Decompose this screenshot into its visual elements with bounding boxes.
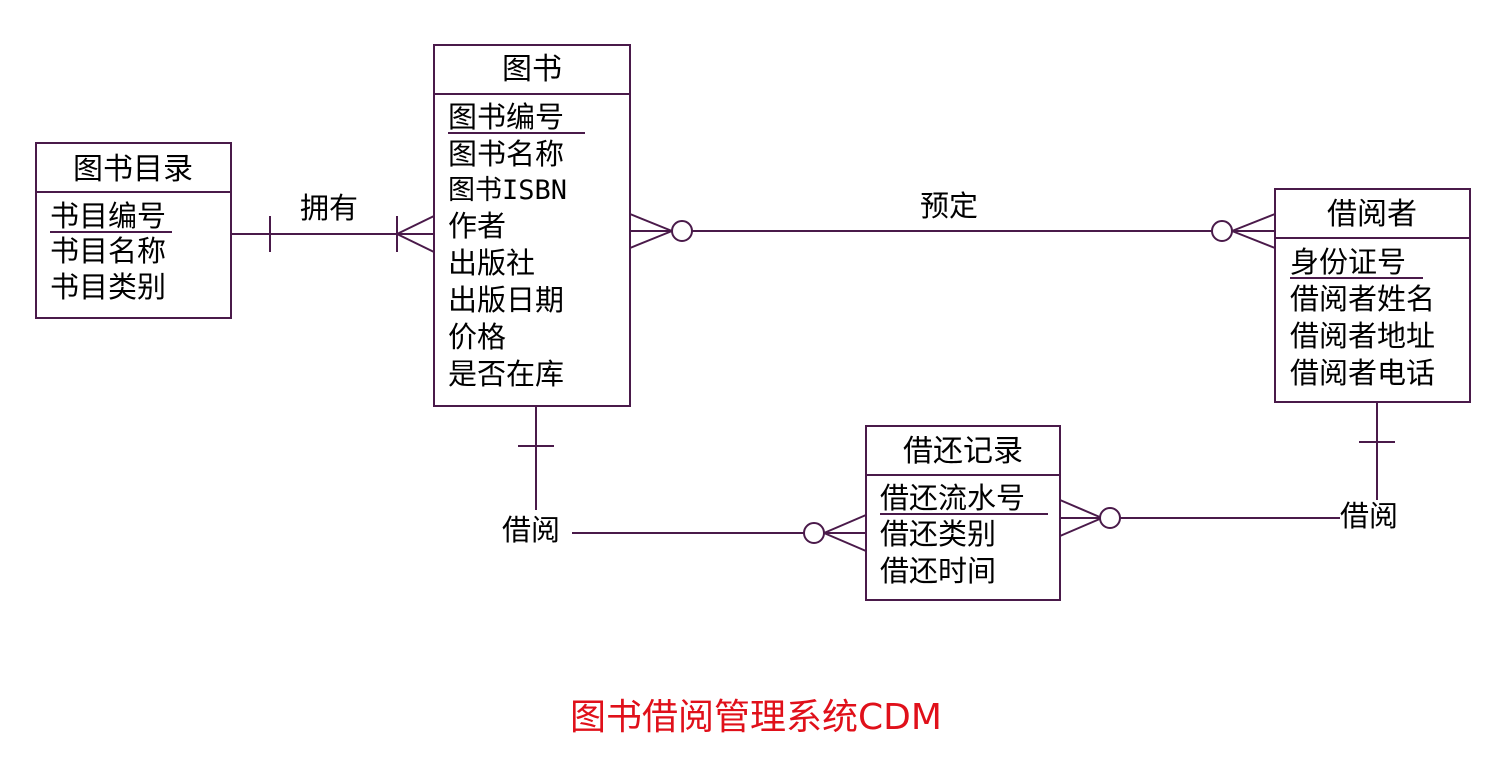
borrow-reader-optional-circle xyxy=(1099,507,1121,529)
reserves-right-optional-circle xyxy=(1211,220,1233,242)
book-attr-6: 价格 xyxy=(448,320,506,354)
relationship-owns: 拥有 xyxy=(231,191,435,253)
record-attr-1: 借还类别 xyxy=(880,517,996,551)
entity-book: 图书 图书编号 图书名称 图书ISBN 作者 出版社 出版日期 价格 是否在库 xyxy=(433,44,631,407)
reserves-left-crowfoot-bottom xyxy=(629,230,673,249)
relationship-borrow-reader: 借阅 xyxy=(1059,402,1398,537)
book-box xyxy=(433,44,631,407)
diagram-caption: 图书借阅管理系统CDM xyxy=(570,697,942,738)
borrow-book-crowfoot-top xyxy=(823,514,867,534)
reserves-left-optional-circle xyxy=(671,220,693,242)
borrower-attr-3: 借阅者电话 xyxy=(1290,356,1435,390)
reserves-left-crowfoot-top xyxy=(629,213,673,232)
borrow-book-optional-circle xyxy=(803,522,825,544)
owns-crowfoot-bottom xyxy=(396,233,435,253)
record-attr-0: 借还流水号 xyxy=(880,481,1025,515)
borrow-book-crowfoot-bottom xyxy=(823,532,867,552)
entity-borrower: 借阅者 身份证号 借阅者姓名 借阅者地址 借阅者电话 xyxy=(1274,188,1471,403)
book-attr-2: 图书ISBN xyxy=(448,175,567,206)
book-attr-5: 出版日期 xyxy=(448,283,564,317)
borrower-attr-0: 身份证号 xyxy=(1290,245,1406,279)
catalog-attr-2: 书目类别 xyxy=(50,270,166,304)
borrow-book-label: 借阅 xyxy=(502,513,560,547)
borrower-title: 借阅者 xyxy=(1327,197,1417,232)
catalog-attr-0: 书目编号 xyxy=(50,199,166,233)
catalog-box xyxy=(35,142,232,319)
relationship-borrow-book: 借阅 xyxy=(502,406,867,552)
owns-crowfoot-top xyxy=(396,215,435,235)
entity-catalog: 图书目录 书目编号 书目名称 书目类别 xyxy=(35,142,232,319)
catalog-title: 图书目录 xyxy=(73,152,193,187)
borrower-attr-2: 借阅者地址 xyxy=(1290,319,1435,353)
catalog-attr-1: 书目名称 xyxy=(50,234,166,268)
book-attr-7: 是否在库 xyxy=(448,357,564,391)
book-attr-3: 作者 xyxy=(448,209,506,243)
borrower-box xyxy=(1274,188,1471,403)
borrow-reader-crowfoot-bottom xyxy=(1059,517,1103,537)
borrow-reader-label: 借阅 xyxy=(1340,499,1398,533)
book-attr-4: 出版社 xyxy=(448,246,535,280)
relationship-reserves: 预定 xyxy=(629,189,1276,249)
book-attr-0: 图书编号 xyxy=(448,100,564,134)
entity-record: 借还记录 借还流水号 借还类别 借还时间 xyxy=(865,425,1061,601)
owns-label: 拥有 xyxy=(300,191,358,225)
reserves-right-crowfoot-top xyxy=(1231,213,1276,232)
book-attr-1: 图书名称 xyxy=(448,137,564,171)
reserves-label: 预定 xyxy=(920,189,978,223)
record-attr-2: 借还时间 xyxy=(880,554,996,588)
book-title: 图书 xyxy=(502,52,562,87)
reserves-right-crowfoot-bottom xyxy=(1231,230,1276,249)
borrower-attr-1: 借阅者姓名 xyxy=(1290,282,1435,316)
borrow-reader-crowfoot-top xyxy=(1059,499,1103,519)
record-title: 借还记录 xyxy=(903,434,1023,469)
